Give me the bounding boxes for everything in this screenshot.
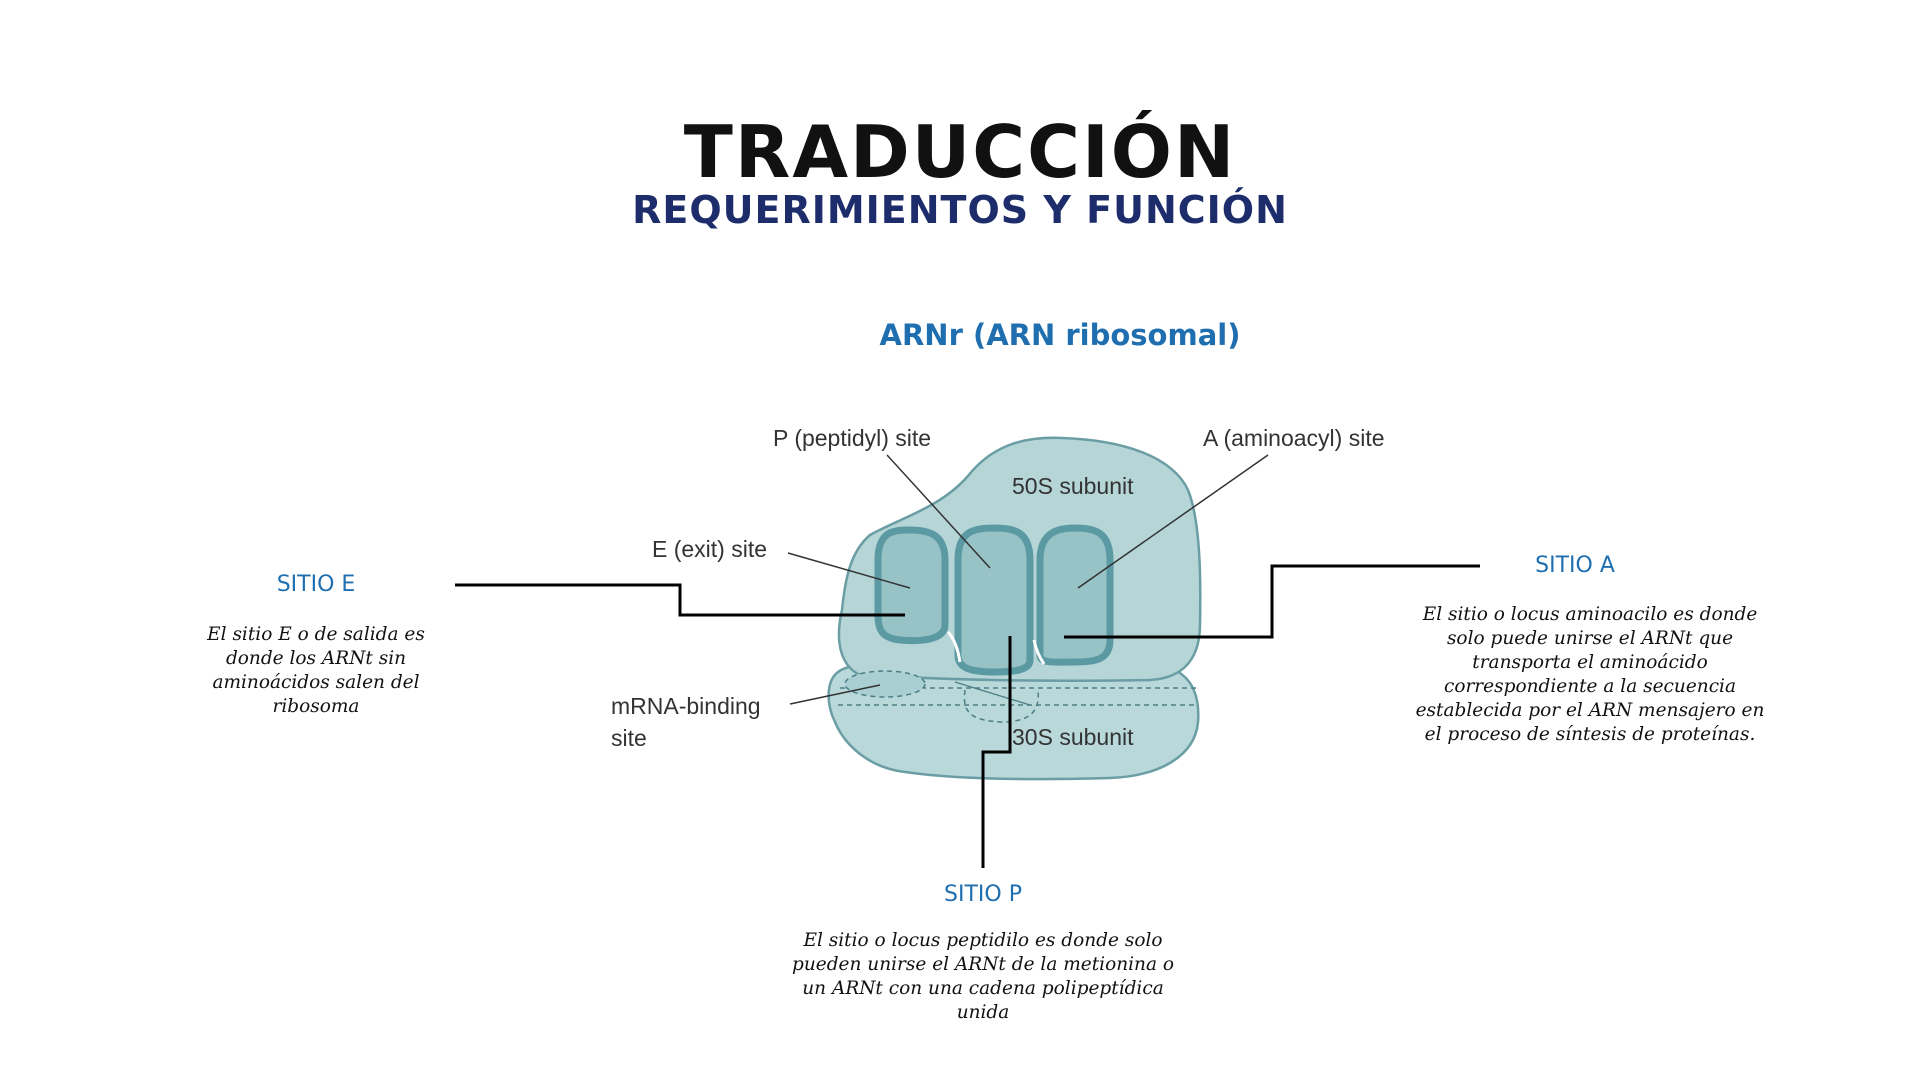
label-mrna-binding-line1: mRNA-binding [611, 693, 761, 719]
sitio-e-heading: SITIO E [276, 572, 356, 597]
sitio-p-line: pueden unirse el ARNt de la metionina o [791, 954, 1174, 975]
e-to-p-groove [954, 681, 1031, 706]
sitio-a-connector [1064, 564, 1480, 639]
sitio-p-connector [981, 636, 1012, 868]
sitio-p-line: El sitio o locus peptidilo es donde solo [803, 930, 1163, 951]
page-title: TRADUCCIÓN [683, 110, 1237, 194]
label-a-site: A (aminoacyl) site [1203, 425, 1385, 451]
e-site-leader [787, 552, 911, 589]
sitio-e-description: El sitio E o de salida es donde los ARNt… [176, 623, 456, 719]
sitio-a-line: solo puede unirse el ARNt que [1446, 628, 1734, 649]
sitio-e-line: aminoácidos salen del [212, 672, 420, 693]
sitio-e-connector [455, 583, 905, 617]
mrna-groove [838, 687, 1198, 706]
sitio-e-line: ribosoma [272, 696, 360, 717]
label-30s-subunit: 30S subunit [1012, 724, 1134, 750]
section-label: ARNr (ARN ribosomal) [879, 318, 1241, 352]
sitio-a-line: transporta el aminoácido [1472, 652, 1708, 673]
sitio-a-line: El sitio o locus aminoacilo es donde [1422, 604, 1758, 625]
label-50s-subunit: 50S subunit [1012, 473, 1134, 499]
sitio-a-description: El sitio o locus aminoacilo es donde sol… [1390, 603, 1790, 747]
sitio-e-line: El sitio E o de salida es [207, 624, 425, 645]
e-site-tunnel [874, 526, 949, 645]
sitio-p-heading: SITIO P [944, 882, 1022, 907]
a-site-leader [1077, 454, 1269, 589]
p-site-lower-outline [963, 689, 1039, 723]
label-e-site: E (exit) site [652, 536, 767, 562]
sitio-a-heading: SITIO A [1535, 553, 1615, 578]
mrna-binding-pocket [844, 670, 926, 698]
tunnel-highlight [946, 631, 1046, 665]
sitio-a-line: establecida por el ARN mensajero en [1415, 700, 1765, 721]
sitio-p-line: unida [956, 1002, 1010, 1023]
p-site-tunnel [954, 524, 1034, 676]
sitio-e-line: donde los ARNt sin [225, 648, 407, 669]
label-p-site: P (peptidyl) site [773, 425, 931, 451]
label-mrna-binding-line2: site [611, 725, 647, 751]
p-site-leader [886, 454, 991, 569]
mrna-binding-leader [789, 684, 881, 705]
sitio-a-line: correspondiente a la secuencia [1443, 676, 1737, 697]
sitio-p-line: un ARNt con una cadena polipeptídica [802, 978, 1164, 999]
page-subtitle: REQUERIMIENTOS Y FUNCIÓN [632, 188, 1288, 232]
sitio-a-line: el proceso de síntesis de proteínas. [1424, 724, 1756, 745]
sitio-p-description: El sitio o locus peptidilo es donde solo… [753, 929, 1213, 1025]
a-site-tunnel [1036, 524, 1114, 666]
